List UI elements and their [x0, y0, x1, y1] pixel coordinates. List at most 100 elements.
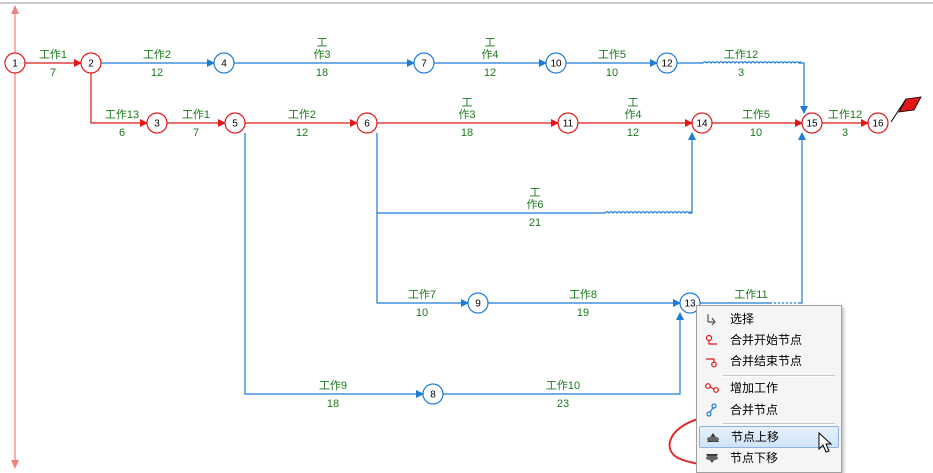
menu-item-label: 合并节点	[730, 403, 779, 417]
activity-arrow[interactable]	[443, 312, 684, 395]
node-label: 8	[430, 390, 436, 401]
node-circle[interactable]	[4, 52, 26, 74]
activity-line[interactable]	[376, 132, 696, 214]
node-3[interactable]: 3	[146, 112, 168, 134]
node-circle[interactable]	[224, 112, 246, 134]
node-15[interactable]: 15	[801, 112, 823, 134]
menu-item-add-work[interactable]: 增加工作	[699, 378, 837, 398]
finish-flag-icon	[890, 96, 922, 123]
node-up-icon	[707, 433, 719, 442]
activity-duration-label: 10	[750, 127, 762, 139]
menu-item-node-down[interactable]: 节点下移	[699, 448, 837, 468]
activity-name-label: 工作2	[288, 108, 316, 121]
activity-line[interactable]	[700, 132, 806, 304]
activity-line[interactable]	[443, 312, 684, 395]
node-9[interactable]: 9	[467, 292, 489, 314]
node-5[interactable]: 5	[224, 112, 246, 134]
node-13[interactable]: 13	[679, 292, 701, 314]
activity-name-label: 工作9	[319, 379, 347, 392]
activity-arrow[interactable]	[677, 61, 808, 114]
activity-duration-label: 18	[316, 67, 328, 79]
node-down-icon	[706, 454, 718, 463]
activity-name-label: 作3	[313, 48, 330, 61]
menu-item-label: 节点上移	[731, 430, 780, 444]
node-16[interactable]: 16	[867, 112, 889, 134]
menu-item-label: 节点下移	[730, 451, 779, 465]
node-1[interactable]: 1	[4, 52, 26, 74]
menu-item-node-up[interactable]: 节点上移	[699, 426, 839, 448]
activity-name-label: 工作1	[182, 108, 210, 121]
time-axis-arrow-down	[11, 460, 19, 469]
context-menu: 选择 合并开始节点 合并结束节点 增加工作 合并节点 节点上移 节点下移	[696, 305, 842, 473]
node-circle[interactable]	[146, 112, 168, 134]
node-label: 14	[696, 119, 708, 130]
node-circle[interactable]	[422, 383, 444, 405]
node-circle[interactable]	[545, 52, 567, 74]
node-8[interactable]: 8	[422, 383, 444, 405]
activity-arrow[interactable]	[700, 132, 806, 304]
node-circle[interactable]	[679, 292, 701, 314]
activity-duration-label: 19	[577, 307, 589, 319]
activity-name-label: 工作13	[105, 108, 139, 121]
menu-item-merge-start-node[interactable]: 合并开始节点	[699, 330, 837, 350]
activity-duration-label: 3	[842, 127, 848, 139]
activity-line[interactable]	[376, 213, 469, 307]
node-circle[interactable]	[691, 112, 713, 134]
activity-name-label: 工作12	[828, 108, 862, 121]
activity-name-label: 工	[628, 97, 639, 109]
node-6[interactable]: 6	[356, 112, 378, 134]
activity-arrow[interactable]	[244, 133, 424, 398]
activity-duration-label: 10	[606, 67, 618, 79]
activity-name-label: 工作1	[39, 48, 67, 61]
activity-line[interactable]	[90, 73, 148, 127]
activity-duration-label: 3	[738, 67, 744, 79]
menu-item-label: 增加工作	[730, 381, 779, 395]
node-circle[interactable]	[80, 52, 102, 74]
node-11[interactable]: 11	[557, 112, 579, 134]
merge-node-icon	[706, 403, 717, 417]
menu-separator	[723, 423, 835, 425]
activity-name-label: 工作2	[143, 48, 171, 61]
node-circle[interactable]	[213, 52, 235, 74]
activity-name-label: 工	[317, 37, 328, 49]
menu-item-merge-end-node[interactable]: 合并结束节点	[699, 351, 837, 371]
node-2[interactable]: 2	[80, 52, 102, 74]
activity-name-label: 作4	[481, 48, 498, 61]
node-circle[interactable]	[801, 112, 823, 134]
node-label: 13	[684, 299, 696, 310]
activity-arrow[interactable]	[90, 73, 148, 127]
node-circle[interactable]	[557, 112, 579, 134]
activity-duration-label: 18	[327, 398, 339, 410]
node-circle[interactable]	[356, 112, 378, 134]
node-circle[interactable]	[467, 292, 489, 314]
time-axis-arrow-up	[11, 5, 19, 14]
activity-duration-label: 7	[193, 127, 199, 139]
activity-duration-label: 7	[50, 67, 56, 79]
activity-name-label: 工作11	[734, 288, 767, 301]
node-14[interactable]: 14	[691, 112, 713, 134]
node-circle[interactable]	[413, 52, 435, 74]
node-label: 5	[232, 119, 238, 130]
node-4[interactable]: 4	[213, 52, 235, 74]
menu-item-merge-node[interactable]: 合并节点	[699, 400, 837, 420]
activity-line[interactable]	[677, 61, 808, 114]
node-7[interactable]: 7	[413, 52, 435, 74]
activity-name-label: 工作8	[569, 288, 597, 301]
activity-name-label: 工作5	[598, 48, 626, 61]
mouse-cursor-icon	[818, 432, 833, 453]
menu-item-label: 选择	[730, 312, 755, 326]
activity-duration-label: 10	[416, 307, 428, 319]
menu-item-select[interactable]: 选择	[699, 309, 837, 329]
node-12[interactable]: 12	[656, 52, 678, 74]
activity-line[interactable]	[244, 133, 424, 398]
node-circle[interactable]	[656, 52, 678, 74]
node-label: 10	[550, 59, 562, 70]
activity-arrow[interactable]	[376, 132, 696, 214]
activity-arrow[interactable]	[376, 213, 469, 307]
node-label: 15	[806, 119, 818, 130]
node-label: 9	[475, 299, 481, 310]
activity-duration-label: 23	[557, 398, 569, 410]
node-circle[interactable]	[867, 112, 889, 134]
node-10[interactable]: 10	[545, 52, 567, 74]
